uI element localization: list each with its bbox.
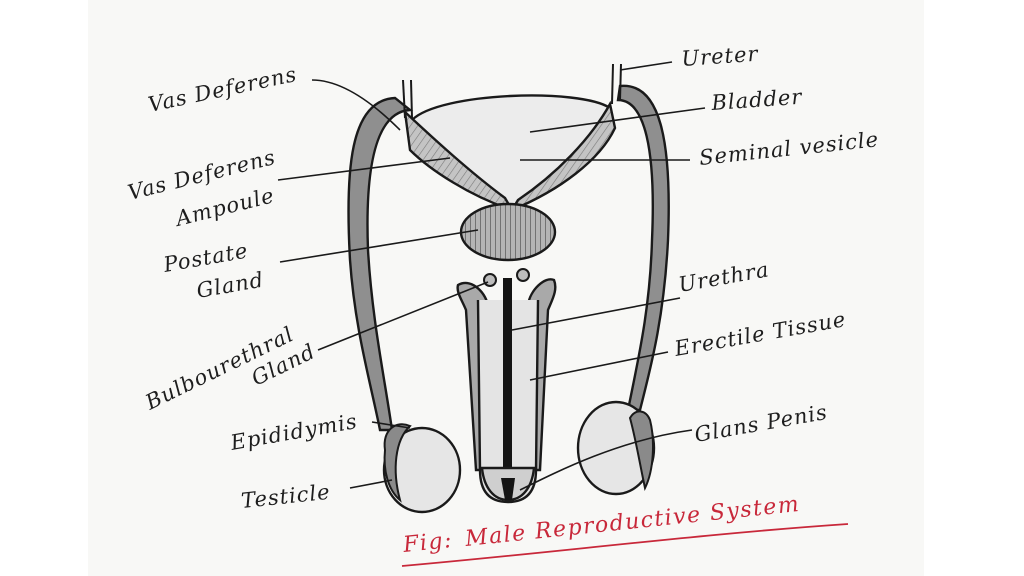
testicle-left <box>382 423 462 514</box>
prostate-gland <box>459 202 557 262</box>
label-prostate-line2: Gland <box>195 267 266 302</box>
leader-lines <box>277 61 706 491</box>
urethra <box>503 278 512 478</box>
label-urethra: Urethra <box>677 257 771 297</box>
figure-caption: Fig: Male Reproductive System <box>401 492 849 567</box>
label-glans-penis: Glans Penis <box>693 400 830 447</box>
caption-prefix: Fig: <box>401 528 454 558</box>
vas-deferens-right <box>616 84 670 412</box>
bulbourethral-glands <box>483 268 530 287</box>
label-ureter: Ureter <box>681 42 761 71</box>
label-seminal-vesicle: Seminal vesicle <box>698 127 880 170</box>
label-testicle: Testicle <box>240 480 332 513</box>
label-erectile-tissue: Erectile Tissue <box>672 307 848 361</box>
vas-deferens-left <box>347 96 414 432</box>
label-epididymis: Epididymis <box>228 409 360 455</box>
label-bladder: Bladder <box>710 85 804 115</box>
caption-underline <box>401 523 849 567</box>
label-vas-deferens: Vas Deferens <box>146 62 299 117</box>
